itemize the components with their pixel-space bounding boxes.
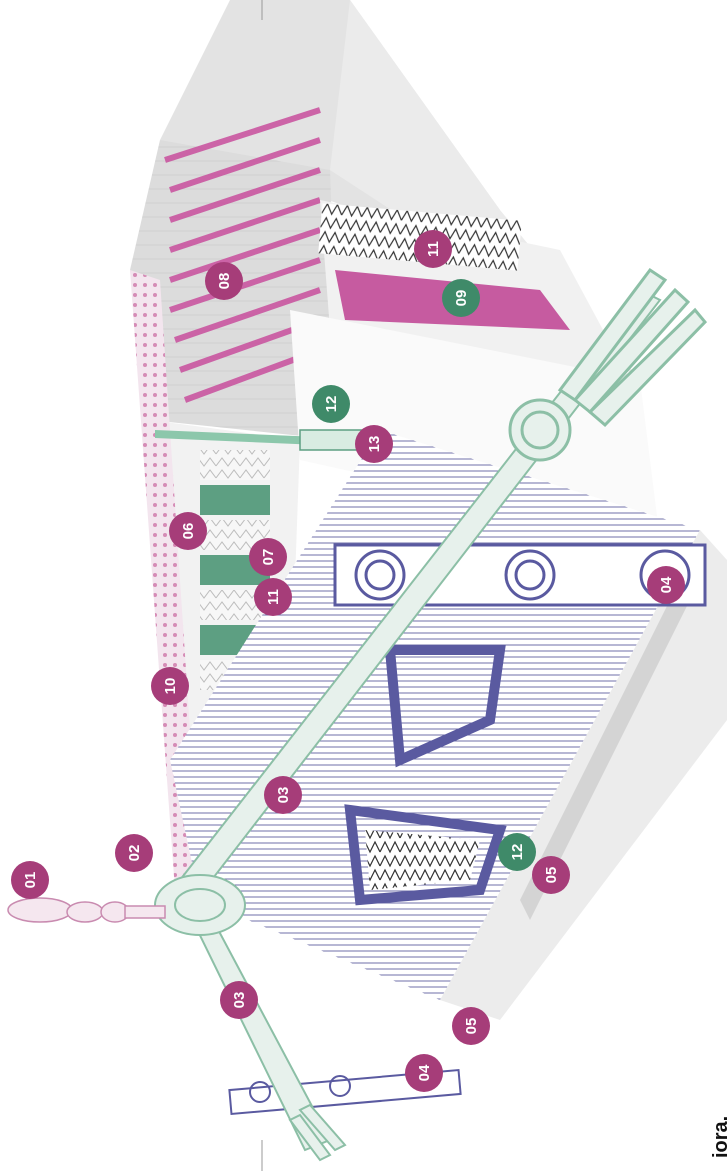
marker-09[interactable]: 09 — [442, 279, 480, 317]
caption-text: iora. — [710, 1116, 727, 1158]
koruru-figure — [155, 875, 245, 935]
marker-label: 06 — [181, 523, 196, 540]
marker-10[interactable]: 10 — [151, 667, 189, 705]
marker-05-upper[interactable]: 05 — [532, 856, 570, 894]
marker-04-lower[interactable]: 04 — [405, 1054, 443, 1092]
marker-label: 01 — [23, 872, 38, 889]
marker-label: 09 — [454, 290, 469, 307]
marker-03-upper[interactable]: 03 — [264, 776, 302, 814]
marker-label: 11 — [426, 241, 441, 257]
marker-02[interactable]: 02 — [115, 834, 153, 872]
marker-label: 03 — [232, 992, 247, 1009]
tekoteko-figure — [8, 898, 165, 922]
marker-label: 03 — [276, 787, 291, 804]
marker-08[interactable]: 08 — [205, 262, 243, 300]
marker-label: 07 — [261, 549, 276, 566]
marker-05-lower[interactable]: 05 — [452, 1007, 490, 1045]
marker-12-lower[interactable]: 12 — [498, 833, 536, 871]
marker-label: 08 — [217, 273, 232, 290]
marker-label: 11 — [266, 589, 281, 605]
marker-04-upper[interactable]: 04 — [647, 566, 685, 604]
marker-label: 02 — [127, 845, 142, 862]
marker-label: 04 — [659, 577, 674, 594]
marker-label: 10 — [163, 678, 178, 695]
marker-label: 04 — [417, 1065, 432, 1082]
marker-label: 13 — [367, 436, 382, 453]
marker-12-upper[interactable]: 12 — [312, 385, 350, 423]
marker-label: 12 — [510, 844, 525, 861]
marker-11-upper[interactable]: 11 — [414, 230, 452, 268]
marker-06[interactable]: 06 — [169, 512, 207, 550]
marker-label: 05 — [544, 867, 559, 884]
marker-07[interactable]: 07 — [249, 538, 287, 576]
marker-label: 05 — [464, 1018, 479, 1035]
marker-01[interactable]: 01 — [11, 861, 49, 899]
marker-03-lower[interactable]: 03 — [220, 981, 258, 1019]
marker-label: 12 — [324, 396, 339, 413]
marker-13[interactable]: 13 — [355, 425, 393, 463]
marker-11-lower[interactable]: 11 — [254, 578, 292, 616]
